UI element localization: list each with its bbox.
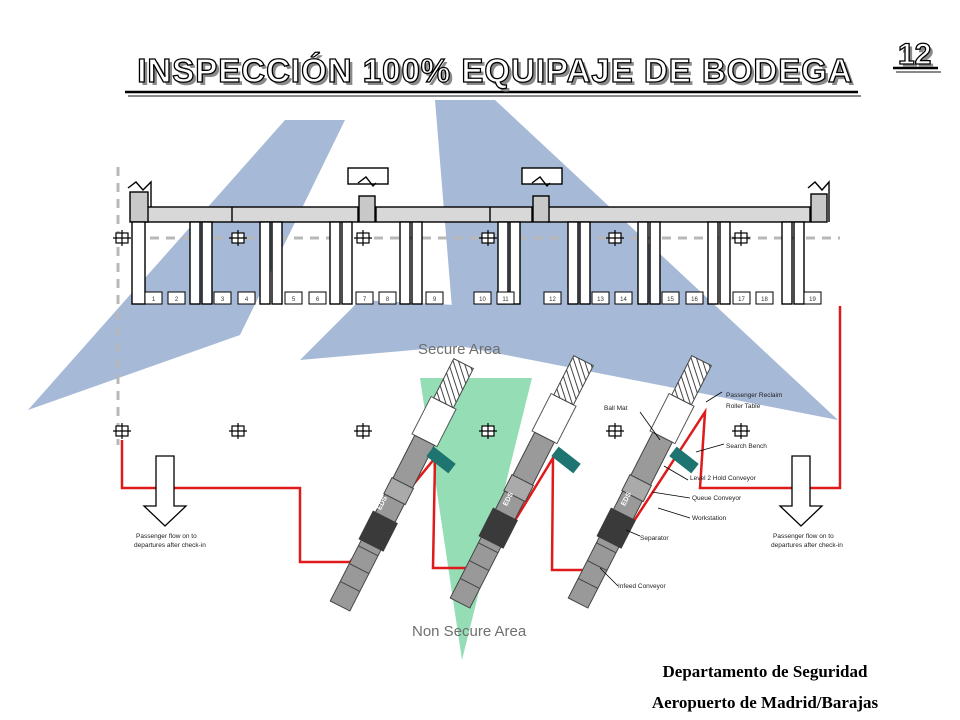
passenger-flow-text-left: Passenger flow on to departures after ch… (134, 533, 206, 549)
counter-7: 7 (355, 291, 374, 305)
footer-department: Departamento de Seguridad (662, 662, 868, 681)
slide-title: INSPECCIÓN 100% EQUIPAJE DE BODEGA (137, 51, 853, 89)
counter-5: 5 (284, 291, 303, 305)
counter-number: 3 (221, 297, 225, 303)
counter-number: 12 (549, 297, 556, 303)
counter-3: 3 (213, 291, 232, 305)
page-number: 12 (897, 37, 932, 71)
counter-number: 11 (502, 297, 509, 303)
counter-number: 9 (433, 297, 437, 303)
infeed-conveyor-label: Infeed Conveyor (618, 583, 667, 590)
counter-number: 1 (152, 297, 156, 303)
counter-number: 16 (691, 297, 698, 303)
counter-number: 13 (597, 297, 604, 303)
counter-4: 4 (237, 291, 256, 305)
passenger-flow-arrow-left (142, 455, 188, 527)
callout-lines (599, 391, 725, 587)
counter-number: 2 (175, 297, 179, 303)
counter-6: 6 (308, 291, 327, 305)
column-markers (113, 230, 750, 439)
non-secure-area-label: Non Secure Area (412, 623, 527, 640)
workstation-label: Workstation (692, 515, 727, 522)
counter-13: 13 (591, 291, 610, 305)
eds-unit-3 (565, 353, 715, 610)
counter-number: 8 (386, 297, 390, 303)
secure-area-label: Secure Area (418, 341, 501, 358)
counter-number: 7 (363, 297, 367, 303)
counter-number: 6 (316, 297, 320, 303)
counter-number: 10 (479, 297, 486, 303)
counter-16: 16 (685, 291, 704, 305)
passenger-flow-text-right: Passenger flow on to departures after ch… (771, 533, 843, 549)
counter-14: 14 (614, 291, 633, 305)
counter-11: 11 (496, 291, 515, 305)
svg-text:Passenger Reclaim: Passenger Reclaim (726, 392, 782, 399)
search-bench-label: Search Bench (726, 443, 767, 450)
counter-number: 14 (620, 297, 627, 303)
footer-airport: Aeropuerto de Madrid/Barajas (651, 693, 879, 712)
counter-number: 17 (738, 297, 745, 303)
queue-conveyor-label: Queue Conveyor (692, 495, 742, 502)
counter-18: 18 (755, 291, 774, 305)
counter-number: 4 (245, 297, 249, 303)
counter-9: 9 (425, 291, 444, 305)
svg-text:departures after check-in: departures after check-in (771, 542, 843, 549)
eds-unit-2 (447, 353, 597, 610)
callout-labels: Passenger Reclaim Roller Table Ball Mat … (604, 392, 782, 590)
counter-12: 12 (543, 291, 562, 305)
eds-unit-1 (327, 356, 477, 613)
check-in-counters (127, 167, 830, 305)
ball-mat-label: Ball Mat (604, 405, 628, 412)
counter-number: 5 (292, 297, 296, 303)
counter-2: 2 (167, 291, 186, 305)
counter-15: 15 (661, 291, 680, 305)
counter-17: 17 (732, 291, 751, 305)
counter-8: 8 (378, 291, 397, 305)
svg-text:departures after check-in: departures after check-in (134, 542, 206, 549)
svg-text:Passenger flow on to: Passenger flow on to (136, 533, 197, 540)
svg-text:Passenger flow on to: Passenger flow on to (773, 533, 834, 540)
counter-number: 15 (667, 297, 674, 303)
counter-10: 10 (473, 291, 492, 305)
svg-text:Roller Table: Roller Table (726, 403, 761, 410)
counter-1: 1 (144, 291, 163, 305)
level2-label: Level 2 Hold Conveyor (690, 475, 757, 482)
counter-number: 19 (809, 297, 816, 303)
counter-19: 19 (803, 291, 822, 305)
counter-number: 18 (761, 297, 768, 303)
separator-label: Separator (640, 535, 669, 542)
passenger-flow-arrow-right (778, 455, 824, 527)
